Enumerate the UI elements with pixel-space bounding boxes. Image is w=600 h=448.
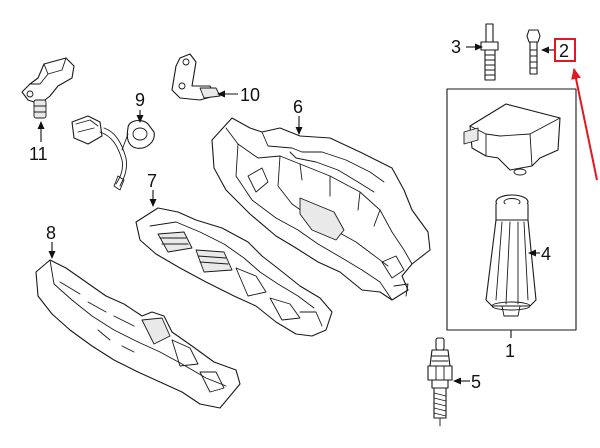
part-9-knock-sensor <box>71 115 155 191</box>
callout-10: 10 <box>240 85 260 105</box>
callout-11: 11 <box>29 144 48 164</box>
part-4-coil-boot <box>485 194 537 317</box>
callout-6: 6 <box>293 97 303 117</box>
callout-labels: 11 9 10 6 7 8 3 2 4 1 5 <box>29 37 576 392</box>
highlight-arrow <box>571 68 598 181</box>
callout-1: 1 <box>505 341 515 361</box>
part-11-camshaft-sensor <box>21 57 75 119</box>
callout-2: 2 <box>559 41 569 61</box>
part-10-crank-sensor <box>171 53 221 101</box>
part-3-stud <box>480 23 499 81</box>
callout-2-highlight-box <box>554 38 576 62</box>
callout-8: 8 <box>46 223 56 243</box>
leader-lines <box>37 43 598 385</box>
part-6-upper-cover <box>211 117 431 301</box>
callout-4: 4 <box>541 244 551 264</box>
part-2-bolt <box>526 29 541 75</box>
part-5-spark-plug <box>427 337 453 427</box>
coil-pack-head <box>463 103 561 176</box>
part-7-middle-cover <box>135 207 333 337</box>
part-8-lower-shield <box>35 259 241 409</box>
callout-7: 7 <box>147 171 157 191</box>
callout-5: 5 <box>471 372 481 392</box>
callout-3: 3 <box>451 37 461 57</box>
callout-9: 9 <box>135 90 145 110</box>
